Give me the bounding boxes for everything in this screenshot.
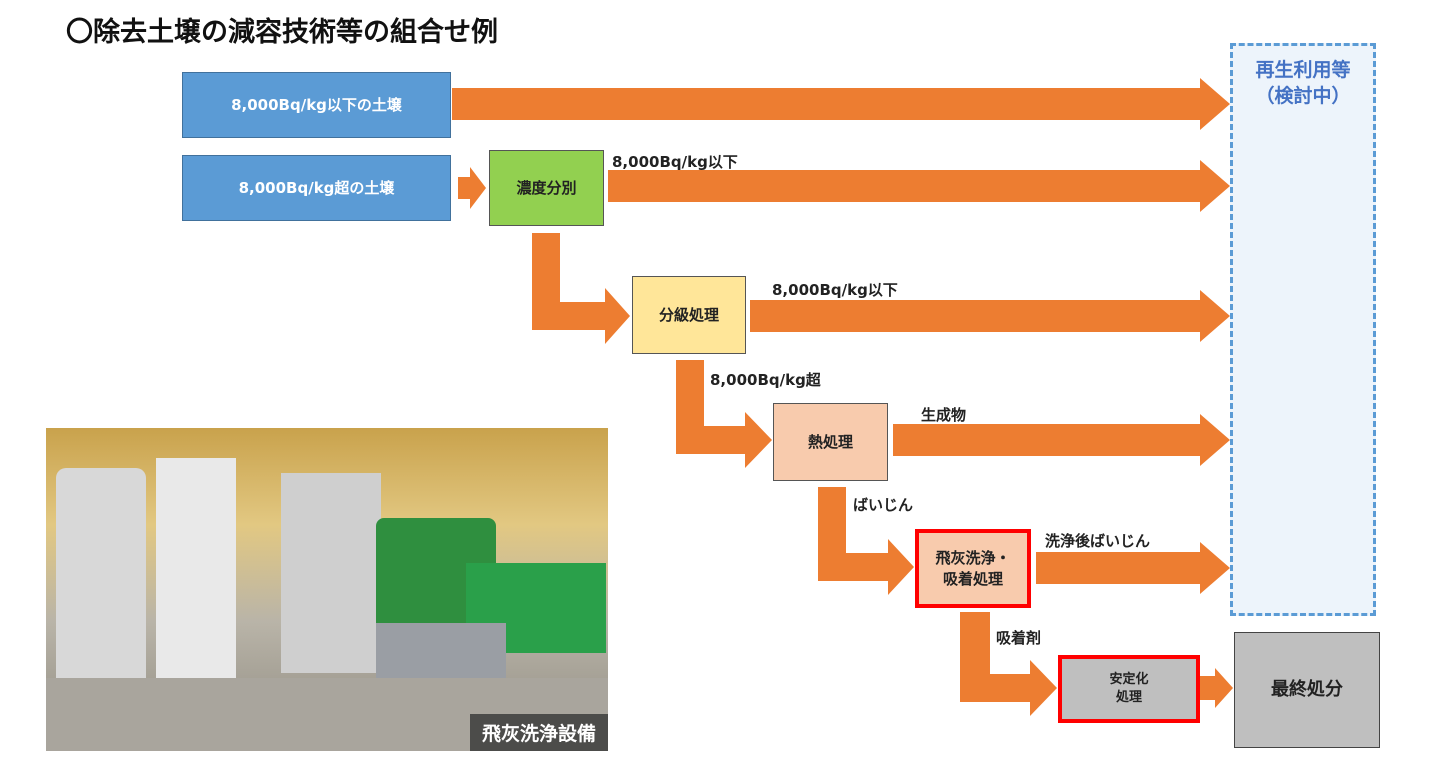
label-below-2: 8,000Bq/kg以下 <box>772 281 898 299</box>
gray-tank-shape <box>376 623 506 683</box>
label-product: 生成物 <box>921 406 967 424</box>
stabilize-box: 安定化 処理 <box>1058 655 1200 723</box>
arrow-thermal-to-reuse <box>893 414 1230 466</box>
label-dust: ばいじん <box>853 496 914 514</box>
flyash-line2: 吸着処理 <box>942 569 1003 588</box>
frame-shape <box>156 458 236 708</box>
reuse-box: 再生利用等 （検討中） <box>1230 43 1376 616</box>
arrow-classification-to-reuse <box>750 290 1230 342</box>
photo-caption: 飛灰洗浄設備 <box>469 714 608 751</box>
reuse-line1: 再生利用等 <box>1255 59 1351 81</box>
stabilize-line2: 処理 <box>1115 690 1142 705</box>
page-title: 〇除去土壌の減容技術等の組合せ例 <box>66 17 498 48</box>
label-adsorbent: 吸着剤 <box>996 629 1042 647</box>
arrow-soil-high-to-sorting <box>458 167 486 209</box>
arrow-flyash-to-reuse <box>1036 542 1230 594</box>
concentration-sorting-box: 濃度分別 <box>489 150 604 226</box>
label-above: 8,000Bq/kg超 <box>710 371 821 389</box>
tank-shape <box>56 468 146 698</box>
arrow-thermal-to-flyash <box>818 487 914 595</box>
flyash-line1: 飛灰洗浄・ <box>935 548 1011 567</box>
unit-shape <box>281 473 381 673</box>
arrow-sorting-to-reuse <box>608 160 1230 212</box>
facility-photo: 飛灰洗浄設備 <box>46 428 608 751</box>
arrow-flyash-to-stabilize <box>960 612 1057 716</box>
soil-low-box: 8,000Bq/kg以下の土壌 <box>182 72 451 138</box>
thermal-box: 熱処理 <box>773 403 888 481</box>
final-disposal-box: 最終処分 <box>1234 632 1380 748</box>
label-washed-dust: 洗浄後ばいじん <box>1045 532 1151 550</box>
arrow-sorting-to-classification <box>532 233 630 344</box>
flyash-wash-box: 飛灰洗浄・ 吸着処理 <box>915 529 1031 608</box>
soil-high-box: 8,000Bq/kg超の土壌 <box>182 155 451 221</box>
arrow-stabilize-to-final <box>1200 668 1233 708</box>
stabilize-line1: 安定化 <box>1109 671 1149 687</box>
arrow-soil-low-to-reuse <box>452 78 1230 130</box>
label-below-1: 8,000Bq/kg以下 <box>612 153 738 171</box>
arrow-classification-to-thermal <box>676 360 772 468</box>
reuse-line2: （検討中） <box>1255 84 1351 107</box>
classification-box: 分級処理 <box>632 276 746 354</box>
